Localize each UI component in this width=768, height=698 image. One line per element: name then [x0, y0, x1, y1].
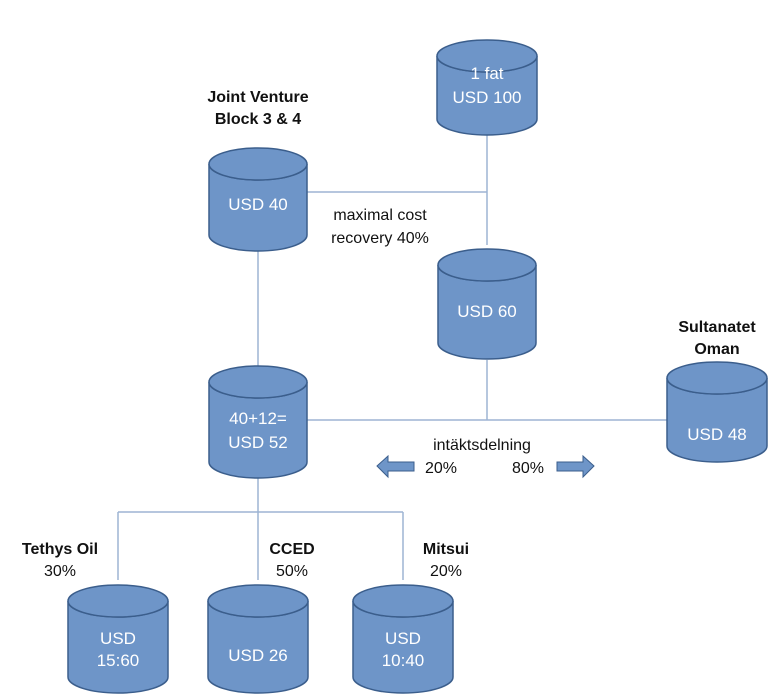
tethys-oil-cylinder — [67, 584, 169, 694]
mitsui-name: Mitsui — [423, 541, 469, 558]
barrel-cylinder-top — [436, 39, 538, 73]
cced-cylinder — [207, 584, 309, 694]
cost-recovery-line2: recovery 40% — [331, 230, 429, 247]
mitsui-cylinder — [352, 584, 454, 694]
jv-title-line1: Joint Venture — [207, 89, 308, 106]
left-share-label: 20% — [425, 460, 457, 477]
jv-title-line2: Block 3 & 4 — [215, 111, 301, 128]
mitsui-cylinder-top — [352, 584, 454, 618]
cced-share: 50% — [276, 563, 308, 580]
barrel-line2: USD 100 — [453, 88, 522, 107]
cced-value: USD 26 — [228, 646, 288, 665]
sultanate-oman-cylinder-top — [666, 361, 768, 395]
barrel-cylinder — [436, 39, 538, 136]
remaining-cylinder-top — [437, 248, 537, 282]
arrow-right-icon — [556, 454, 595, 479]
remaining-value: USD 60 — [457, 302, 517, 321]
tethys-line1: USD — [100, 629, 136, 648]
sultanate-title-line2: Oman — [694, 341, 739, 358]
combined-line2: USD 52 — [228, 433, 288, 452]
combined-cylinder — [208, 365, 308, 479]
tethys-line2: 15:60 — [97, 651, 140, 670]
jv-value: USD 40 — [228, 195, 288, 214]
sultanate-oman-cylinder — [666, 361, 768, 463]
combined-cylinder-top — [208, 365, 308, 399]
joint-venture-cylinder — [208, 147, 308, 252]
joint-venture-cylinder-top — [208, 147, 308, 181]
mitsui-line1: USD — [385, 629, 421, 648]
combined-line1: 40+12= — [229, 409, 287, 428]
cced-name: CCED — [269, 541, 314, 558]
tethys-oil-cylinder-top — [67, 584, 169, 618]
revenue-sharing-label: intäktsdelning — [433, 437, 531, 454]
remaining-cylinder — [437, 248, 537, 360]
cost-recovery-line1: maximal cost — [333, 207, 427, 224]
connector-lines — [117, 135, 668, 580]
cced-cylinder-top — [207, 584, 309, 618]
sultanate-title-line1: Sultanatet — [678, 319, 756, 336]
mitsui-share: 20% — [430, 563, 462, 580]
arrow-left-icon — [376, 454, 415, 479]
tethys-share: 30% — [44, 563, 76, 580]
barrel-line1: 1 fat — [470, 64, 503, 83]
cylinders — [67, 39, 768, 694]
mitsui-line2: 10:40 — [382, 651, 425, 670]
tethys-name: Tethys Oil — [22, 541, 98, 558]
right-share-label: 80% — [512, 460, 544, 477]
sultanate-value: USD 48 — [687, 425, 747, 444]
